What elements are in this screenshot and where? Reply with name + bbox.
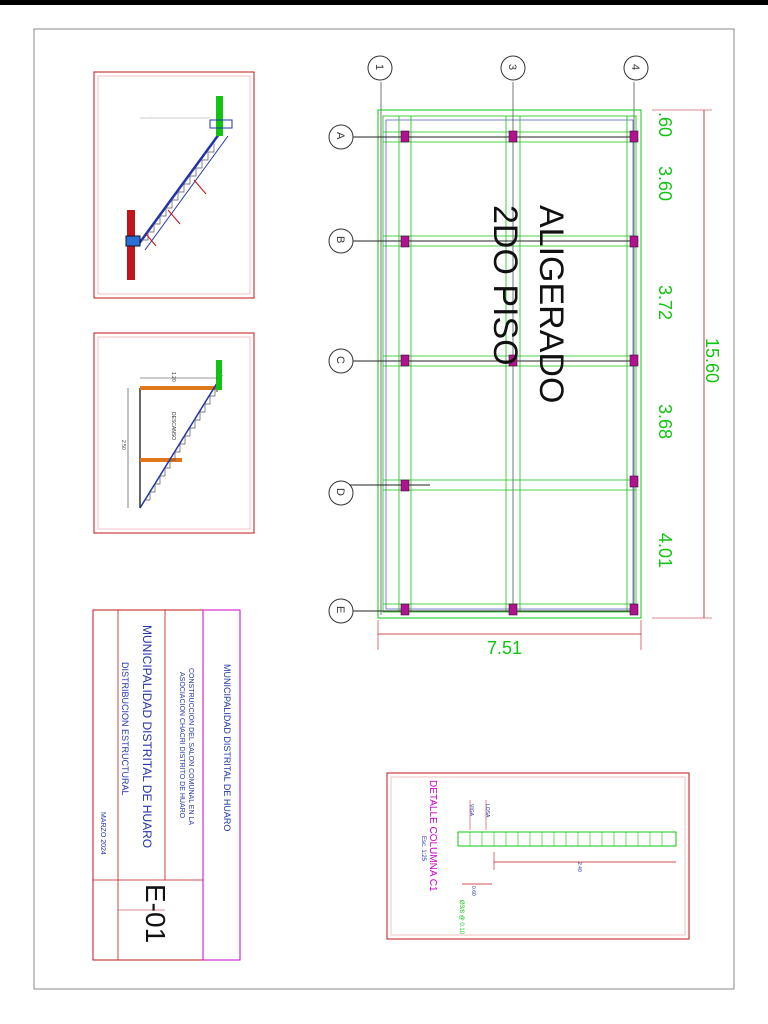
detail-title: DETALLE COLUMNA C1 (427, 780, 438, 892)
total-length-dim: 15.60 (702, 338, 722, 383)
bay-dim-3: 3.68 (655, 404, 675, 439)
bay-dim-4: 4.01 (655, 533, 675, 568)
detail-dim-width: 0.60 (470, 886, 476, 896)
sheet-border (33, 28, 735, 990)
bay-dim-1: 3.60 (655, 166, 675, 201)
project-line1: CONSTRUCCION DEL SALON COMUNAL EN LA (187, 668, 194, 825)
stair-landing-label: DESCANSO (170, 412, 176, 440)
detail-scale: Esc. 1:25 (420, 836, 426, 862)
stair-dim-a: 1.20 (170, 372, 176, 382)
project-line2: ASOCIACION CHACRI DISTRITO DE HUARO (178, 672, 185, 819)
axis-bubble-c: C (334, 356, 346, 364)
title-block (92, 609, 241, 961)
detail-label-losa: LOSA (484, 804, 490, 818)
axis-bubble-d: D (334, 488, 346, 496)
top-band (0, 0, 768, 5)
sheet-date: MARZO 2024 (99, 812, 106, 855)
owner-name: MUNICIPALIDAD DISTRITAL DE HUARO (222, 664, 232, 831)
stair-section-2 (93, 332, 255, 534)
axis-bubble-1: 1 (373, 64, 385, 70)
stair-section-1: . (93, 71, 255, 299)
svg-text:.: . (150, 112, 151, 117)
floor-plan (328, 55, 712, 650)
entity-name: MUNICIPALIDAD DISTRITAL DE HUARO (140, 625, 154, 848)
sheet-title: DISTRIBUCION ESTRUCTURAL (120, 662, 130, 796)
bay-dim-0: .60 (655, 112, 675, 137)
axis-bubble-4: 4 (629, 64, 641, 70)
total-width-dim: 7.51 (487, 638, 522, 658)
stair-dim-b: 2.50 (120, 440, 126, 450)
detail-dim-length: 2.40 (576, 862, 582, 872)
plan-title-line1: ALIGERADO (532, 205, 570, 403)
plan-title-line2: 2DO PISO (486, 205, 524, 366)
bay-dim-2: 3.72 (655, 285, 675, 320)
axis-bubble-a: A (334, 132, 346, 140)
detail-stirrup: Ø3/8 @ 0.10 (458, 900, 464, 935)
sheet-code: E-01 (140, 884, 171, 943)
column-detail (386, 772, 690, 940)
detail-label-viga: VIGA (468, 804, 474, 817)
axis-bubble-3: 3 (506, 64, 518, 70)
axis-bubble-e: E (334, 606, 346, 613)
axis-bubble-b: B (334, 236, 346, 243)
